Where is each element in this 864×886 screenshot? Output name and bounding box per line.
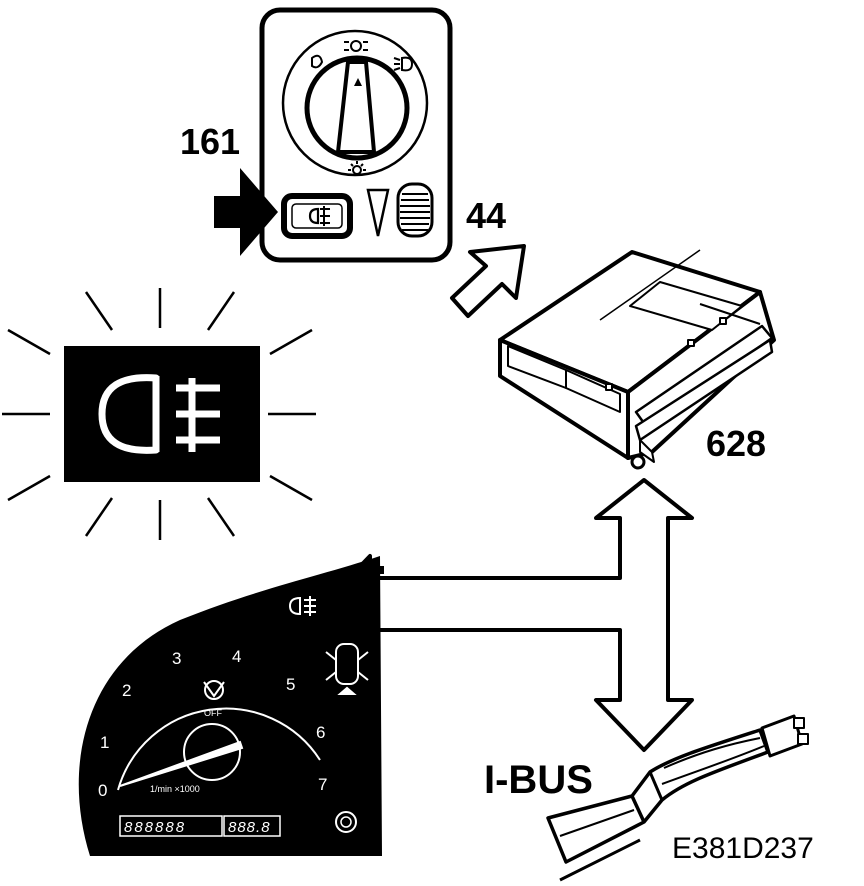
traction-off-label: OFF [204,708,222,718]
light-switch-panel [259,7,453,263]
rear-fog-lamp-icon [308,206,330,226]
cluster-fog-lamp-icon [288,596,316,616]
light-switch-knob-icon [304,55,410,161]
signal-arrow-icon [450,244,526,318]
instrument-cluster: 0 1 2 3 4 5 6 7 1/min ×1000 OFF 888888 8… [78,556,382,856]
odometer-display: 888888 [124,819,186,836]
module-reference-label: 628 [706,423,767,464]
bus-arrows [322,478,694,752]
tick-label: 7 [318,775,327,794]
indicator-lamp-rays-icon [2,288,316,540]
tick-label: 0 [98,781,107,800]
dimmer-symbol-icon [348,161,366,175]
tick-label: 5 [286,675,295,694]
wiring-harness-icon [546,714,809,882]
rear-fog-lamp-icon [98,374,220,454]
side-light-symbol-icon [344,40,368,52]
tick-label: 3 [172,649,181,668]
tach-unit: 1/min ×1000 [150,784,200,794]
rear-fog-button[interactable] [281,193,353,239]
bus-label: I-BUS [484,758,593,802]
tick-label: 6 [316,723,325,742]
door-open-icon [325,643,369,695]
headlight-symbol-icon [393,56,414,72]
fog-indicator-lamp [2,288,316,540]
tick-label: 4 [232,647,241,666]
parking-light-symbol-icon [311,54,324,69]
tick-label: 2 [122,681,131,700]
trip-reset-knob[interactable] [335,811,357,833]
slider-indicator-icon [366,188,390,237]
dimmer-thumbwheel[interactable] [396,182,434,238]
tick-label: 1 [100,733,109,752]
switch-reference-label: 161 [180,121,241,162]
figure-code-label: E381D237 [672,832,814,865]
signal-reference-label: 44 [466,195,507,236]
traction-off-icon [203,680,225,700]
control-module-icon [498,249,776,470]
pointer-arrow-icon [214,168,278,256]
trip-display: 888.8 [228,819,271,836]
